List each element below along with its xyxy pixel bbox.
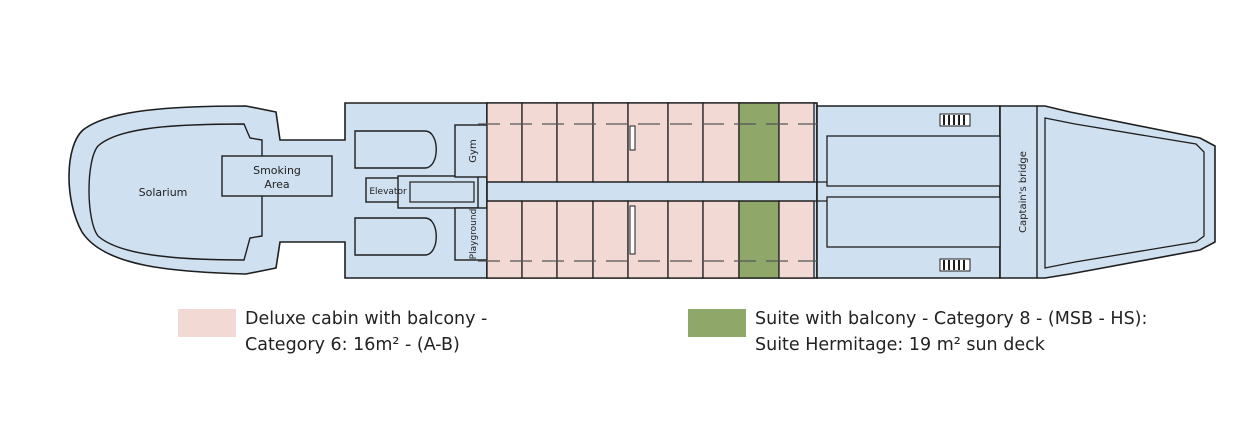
elevator-label: Elevator: [369, 187, 407, 197]
deluxe-cabin-upper: [592, 102, 629, 183]
deluxe-cabin-upper: [486, 102, 523, 183]
solarium-label: Solarium: [139, 186, 188, 199]
solarium-inner: [88, 123, 263, 261]
legend-deluxe: Deluxe cabin with balcony - Category 6: …: [178, 306, 487, 358]
playground-label: Playground: [469, 209, 479, 260]
cabin-partition: [629, 125, 636, 151]
gym-label: Gym: [468, 139, 479, 162]
deluxe-cabin-upper: [667, 102, 704, 183]
vent-upper: [939, 113, 971, 127]
cabin-partition: [629, 205, 636, 255]
deluxe-cabin-upper: [778, 102, 815, 183]
playground-room: [454, 207, 488, 261]
smoking-area: [221, 155, 333, 197]
suite-swatch: [688, 309, 746, 337]
forward-deck: [816, 105, 1001, 279]
suite-cabin-upper: [738, 102, 780, 183]
smoking-label-line1: Smoking: [253, 164, 301, 177]
bridge-label: Captain's bridge: [1018, 151, 1029, 233]
stair-inner: [409, 181, 475, 203]
deluxe-cabin-lower: [778, 200, 815, 279]
suite-legend-line2: Suite Hermitage: 19 m² sun deck: [755, 335, 1045, 355]
deluxe-cabin-upper: [556, 102, 594, 183]
legend-suite: Suite with balcony - Category 8 - (MSB -…: [688, 306, 1147, 358]
deluxe-legend-line2: Category 6: 16m² - (A-B): [245, 335, 460, 355]
deluxe-cabin-lower: [556, 200, 594, 279]
deluxe-legend-line1: Deluxe cabin with balcony -: [245, 309, 488, 329]
suite-cabin-lower: [738, 200, 780, 279]
deluxe-cabin-lower: [702, 200, 740, 279]
smoking-label-line2: Area: [264, 178, 289, 191]
vent-lower: [939, 258, 971, 272]
cabin-grid: [478, 102, 817, 279]
deluxe-cabin-lower: [592, 200, 629, 279]
suite-legend-line1: Suite with balcony - Category 8 - (MSB -…: [755, 309, 1148, 329]
bow-inner: [1044, 117, 1205, 269]
deluxe-cabin-lower: [486, 200, 523, 279]
deluxe-cabin-upper: [521, 102, 558, 183]
lounge-seat-lower: [354, 217, 437, 256]
deluxe-cabin-lower: [667, 200, 704, 279]
forward-room-lower: [826, 196, 1001, 248]
forward-room-upper: [826, 135, 1001, 187]
lounge-seat-upper: [354, 130, 437, 169]
deluxe-swatch: [178, 309, 236, 337]
deck-plan: Solarium Smoking Area Elevator Gym Playg…: [68, 102, 1216, 279]
deluxe-cabin-lower: [521, 200, 558, 279]
deluxe-cabin-upper: [702, 102, 740, 183]
